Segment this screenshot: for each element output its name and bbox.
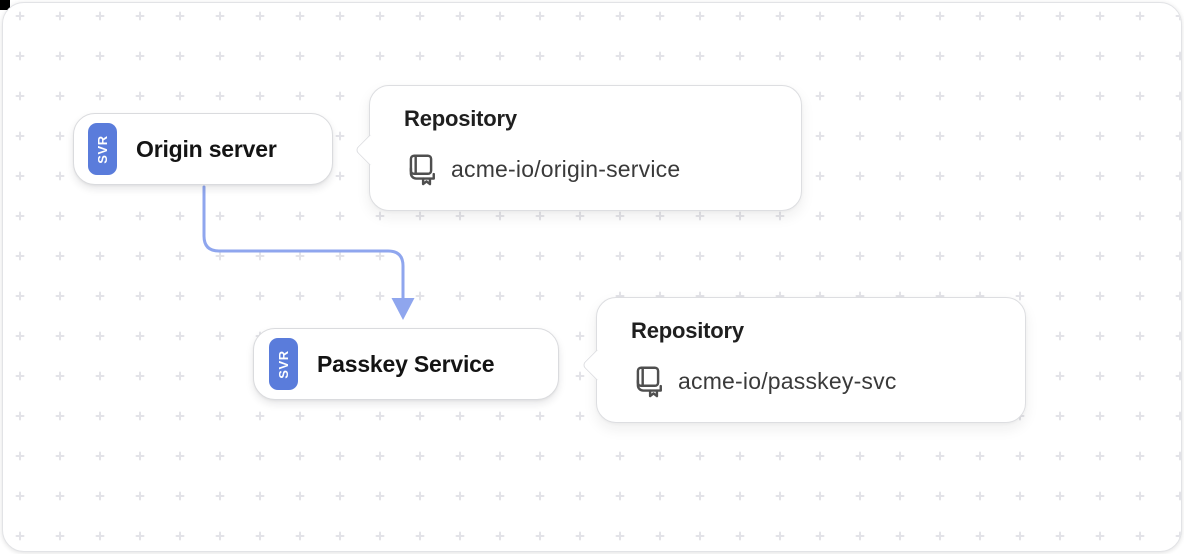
- svr-badge-label: SVR: [276, 349, 291, 379]
- svr-badge: SVR: [269, 338, 298, 390]
- repository-row: acme-io/origin-service: [404, 151, 773, 187]
- callout-tail: [581, 349, 613, 381]
- callout-tail: [354, 134, 386, 166]
- node-label: Origin server: [136, 135, 277, 162]
- svr-badge-label: SVR: [95, 134, 110, 164]
- book-bookmark-icon: [636, 366, 662, 398]
- node-label: Passkey Service: [317, 350, 495, 377]
- repository-row: acme-io/passkey-svc: [631, 363, 997, 399]
- arrowhead-icon: [391, 298, 415, 320]
- node-passkey-service[interactable]: SVR Passkey Service: [253, 328, 559, 400]
- repository-path: acme-io/passkey-svc: [678, 367, 897, 394]
- callout-title: Repository: [404, 106, 517, 131]
- svr-badge: SVR: [88, 123, 117, 175]
- callout-title: Repository: [631, 318, 744, 343]
- repository-callout-origin: Repository acme-io/origin-service: [354, 85, 802, 211]
- book-bookmark-icon: [409, 154, 435, 186]
- node-origin-server[interactable]: SVR Origin server: [73, 113, 333, 185]
- repository-path: acme-io/origin-service: [451, 155, 681, 182]
- repository-callout-passkey: Repository acme-io/passkey-svc: [581, 297, 1026, 423]
